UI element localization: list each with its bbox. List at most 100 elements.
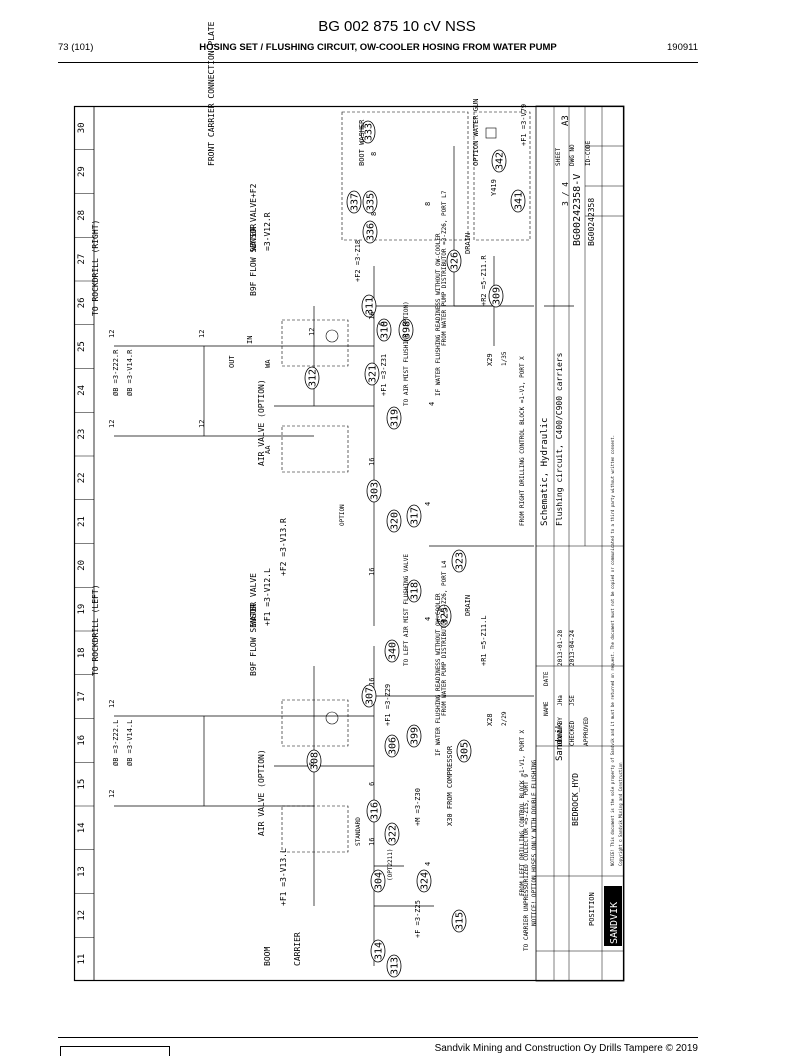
svg-text:319: 319	[390, 409, 401, 427]
label-option: OPTION	[339, 504, 346, 526]
port-wa: WA	[264, 359, 272, 368]
callout-319: 319	[386, 406, 402, 430]
label-if-water-left: IF WATER FLUSHING READINESS WITHOUT OW-C…	[435, 593, 442, 756]
pipe-size-label: 16	[368, 312, 376, 320]
pipe-size-label: 12	[108, 700, 116, 708]
title-block-date-label: DATE	[543, 671, 550, 686]
callout-315: 315	[451, 909, 467, 933]
label-from-left-block: FROM LEFT DRILLING CONTROL BLOCK =1-V1, …	[519, 729, 526, 896]
pipe-size-label: 8	[424, 202, 432, 206]
label-flow-sensor-right: B9F FLOW SENSOR	[249, 224, 258, 296]
title-block-company: SANDVIK	[609, 902, 620, 944]
page-number: 73 (101)	[58, 42, 94, 53]
label-water-valve-right: WATER VALVE+F2	[249, 183, 258, 251]
grid-number: 29	[77, 166, 87, 177]
label-z18: +F2 =3-Z18	[354, 240, 362, 282]
header-row: 73 (101) HOSING SET / FLUSHING CIRCUIT, …	[58, 42, 698, 58]
label-optional-block: (OPT2211)	[387, 848, 394, 881]
callout-308: 308	[306, 749, 322, 773]
title-block-notice-text: NOTICE! This document is the sole proper…	[610, 435, 615, 866]
svg-text:326: 326	[450, 252, 461, 270]
label-drain-left: DRAIN	[464, 595, 472, 616]
svg-text:325: 325	[440, 607, 451, 625]
label-notice: NOTICE! OPTION HOSES ONLY WITH DOUBLE FL…	[531, 759, 538, 926]
label-v14r: ØB =3-V14.R	[126, 349, 134, 396]
callout-306: 306	[384, 734, 400, 758]
label-air-valve-right-code: +F2 =3-V13.R	[279, 518, 288, 576]
title-block-checked: CHECKED	[569, 720, 576, 746]
svg-text:309: 309	[492, 287, 503, 305]
pipe-size-label: 4	[424, 617, 432, 621]
callout-309: 309	[488, 284, 504, 308]
pipe-network	[114, 146, 574, 966]
grid-number: 23	[77, 429, 87, 440]
label-to-rockdrill-right: TO ROCKDRILL (RIGHT)	[91, 220, 100, 316]
label-from-right-block: FROM RIGHT DRILLING CONTROL BLOCK =1-V1,…	[519, 356, 526, 526]
label-to-air-mist-right: TO AIR MIST FLUSHING (OPTION)	[403, 301, 410, 406]
grid-number: 20	[77, 560, 87, 571]
label-z25: +F =3-Z25	[414, 900, 422, 938]
label-z30: +M =3-Z30	[414, 788, 422, 826]
label-front-carrier: FRONT CARRIER CONNECTION PLATE	[207, 21, 216, 166]
svg-text:318: 318	[410, 582, 421, 600]
grid-number: 18	[77, 647, 87, 658]
label-yv: Y419	[490, 179, 498, 196]
svg-text:398: 398	[402, 321, 413, 339]
label-from-compressor: X30 FROM COMPRESSOR	[446, 745, 454, 826]
callout-325: 325	[436, 604, 452, 628]
label-boom: BOOM	[263, 947, 272, 966]
callout-337: 337	[346, 190, 362, 214]
svg-text:322: 322	[388, 825, 399, 843]
label-boot-washer: BOOT WASHER	[358, 119, 366, 166]
callout-323: 323	[451, 549, 467, 573]
grid-number: 25	[77, 341, 87, 352]
callout-321: 321	[364, 362, 380, 386]
svg-text:315: 315	[455, 912, 466, 930]
boot-washer-box	[341, 111, 469, 241]
grid-number: 24	[77, 385, 87, 396]
callout-305: 305	[456, 739, 472, 763]
svg-text:340: 340	[388, 642, 399, 660]
pipe-size-label: 6	[308, 762, 316, 766]
title-block-drawn-date: 2013-01-28	[557, 629, 564, 666]
label-drain-right: DRAIN	[464, 233, 472, 254]
svg-text:337: 337	[350, 193, 361, 211]
title-block-name-label: NAME	[543, 701, 550, 716]
grid-number: 27	[77, 254, 87, 265]
callout-316: 316	[366, 799, 382, 823]
label-v14l: ØB =3-V14.L	[126, 720, 134, 766]
port-in: IN	[246, 336, 254, 344]
title-block-drawn-name: JHa	[557, 695, 564, 706]
svg-text:342: 342	[495, 152, 506, 170]
callout-335: 335	[362, 190, 378, 214]
title-block-copyright: Copyright © Sandvik Mining and Construct…	[618, 762, 623, 866]
callout-340: 340	[384, 639, 400, 663]
label-drain-right-code: +R2 =5-Z11.R	[480, 255, 488, 306]
callout-399: 399	[406, 724, 422, 748]
svg-text:317: 317	[410, 507, 421, 525]
svg-text:399: 399	[410, 727, 421, 745]
label-from-pump-right: FROM WATER PUMP DISTRIBUTOR =3-Z26, PORT…	[441, 190, 448, 346]
water-gun-box	[473, 111, 531, 241]
grid-number: 28	[77, 210, 87, 221]
pipe-size-label: 16	[368, 838, 376, 846]
callout-307: 307	[361, 684, 377, 708]
pipe-size-label: 12	[198, 420, 206, 428]
label-water-gun: OPTION WATER GUN	[472, 99, 480, 166]
title-block-dwg-no: DWG NO	[569, 144, 576, 166]
grid-number: 12	[77, 910, 87, 921]
callout-324: 324	[416, 869, 432, 893]
pipe-size-label: 12	[108, 790, 116, 798]
pipe-size-label: 4	[424, 862, 432, 866]
label-flow-sensor-left: B9F FLOW SENSOR	[249, 604, 258, 676]
pipe-size-label: 16	[368, 458, 376, 466]
callout-333: 333	[360, 120, 376, 144]
grid-number: 13	[77, 866, 87, 877]
grid-number: 11	[77, 954, 87, 965]
label-to-left-air-mist: TO LEFT AIR MIST FLUSHING VALVE	[403, 554, 410, 666]
pipe-size-label: 8	[370, 212, 378, 216]
document-date: 190911	[667, 42, 698, 53]
label-water-valve-left-code: +F1 =3-V12.L	[263, 568, 272, 626]
